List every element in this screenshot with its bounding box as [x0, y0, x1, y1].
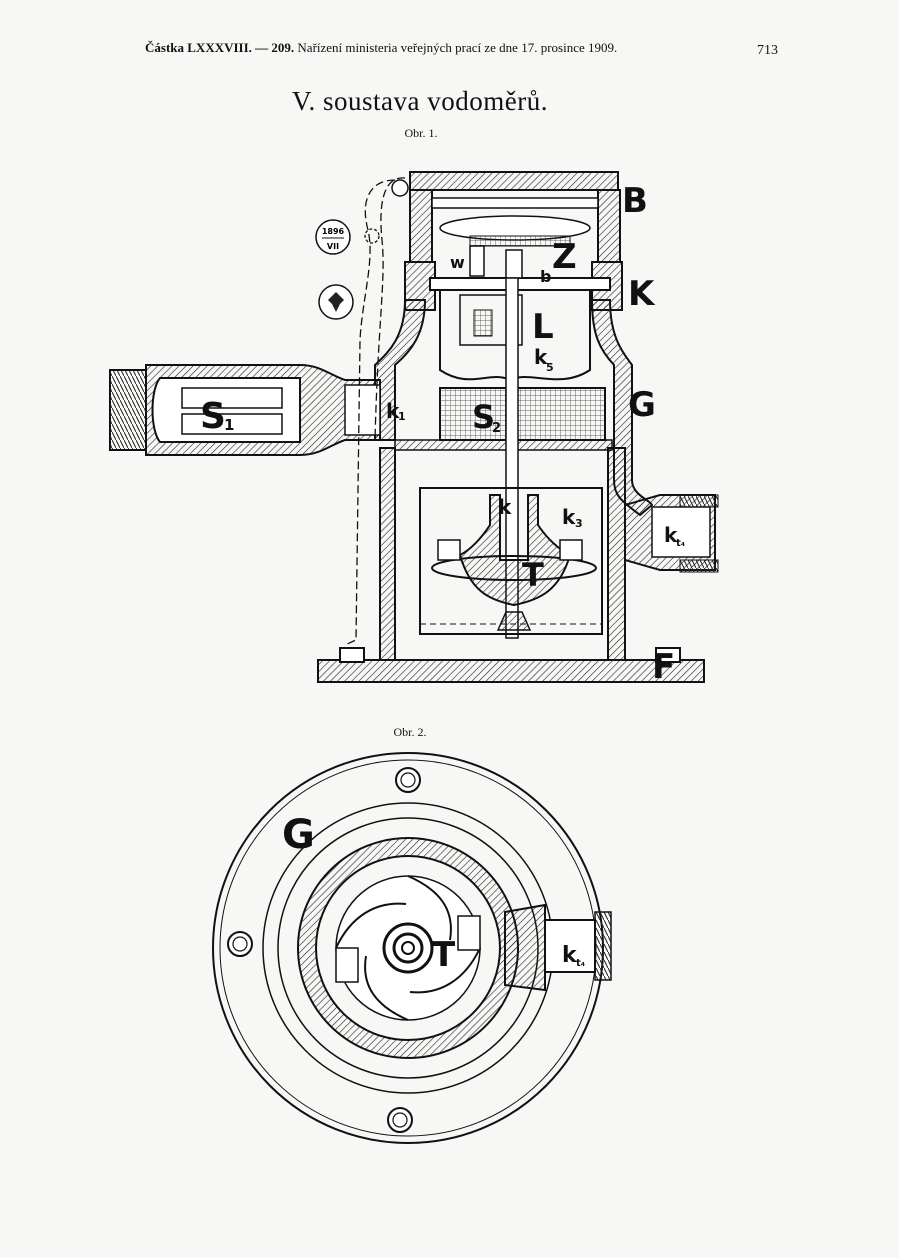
label-k1-sub: 1 [398, 410, 406, 423]
page-number: 713 [757, 43, 778, 58]
blade-right [559, 539, 583, 561]
label-L: L [532, 307, 554, 347]
base-plate [317, 659, 705, 683]
inlet-thread [109, 369, 147, 451]
bolt-hole-bottom [387, 1107, 413, 1133]
cap-right [597, 189, 621, 263]
main-spindle [505, 277, 519, 639]
bolt-hole-left-inner [232, 936, 248, 952]
gear-train [469, 235, 571, 247]
label-S2-sub: 2 [492, 421, 501, 436]
mechanism-gear [473, 309, 493, 337]
label-k3: k [562, 505, 576, 529]
running-title-text: Nařízení ministeria veřejných prací ze d… [294, 40, 618, 55]
label-Z: Z [552, 237, 577, 277]
label-w: w [450, 253, 465, 272]
blade-left [437, 539, 461, 561]
base-boss-left [339, 647, 365, 663]
seal-year-text: 1896 [322, 227, 345, 236]
vane-block-left [335, 947, 359, 983]
hub-center [401, 941, 415, 955]
label-k4: k [664, 523, 678, 547]
label-k3-sub: 3 [575, 517, 583, 530]
housing-wall-left [379, 447, 396, 661]
label-G: G [628, 385, 656, 425]
seal-sub-text: VII [327, 242, 339, 251]
mechanism-l [459, 294, 523, 346]
fig2-label-T: T [432, 935, 456, 975]
label-T: T [522, 556, 544, 594]
strainer-s1-lower [181, 413, 283, 435]
vane-block-right [457, 915, 481, 951]
cap-left [409, 189, 433, 263]
running-title-bold: Částka LXXXVIII. — 209. [145, 40, 295, 55]
spindle-w [469, 245, 485, 277]
label-k5: k [534, 345, 548, 369]
outlet-thread-bottom [679, 559, 719, 573]
label-k4-sub: t₄ [676, 538, 685, 549]
label-k: k [498, 495, 512, 519]
plate-b [429, 277, 611, 291]
seal-link [364, 228, 380, 244]
figure2-drawing: G T k t₄ [212, 752, 612, 1144]
outlet-thread-plan [594, 911, 612, 981]
upper-wall-left [374, 299, 427, 441]
ring-left [404, 261, 436, 311]
label-B: B [622, 181, 648, 221]
turbine-vanes [335, 875, 481, 1021]
label-K: K [628, 274, 656, 314]
label-S1: S [200, 396, 226, 437]
seal-ring [391, 179, 409, 197]
fig2-label-k4-sub: t₄ [576, 958, 585, 969]
fig2-label-k4: k [562, 943, 578, 968]
outlet-neck [504, 903, 546, 992]
meter-body: 1896 VII [109, 171, 719, 683]
label-S1-sub: 1 [224, 416, 234, 434]
seal-wire [344, 179, 396, 646]
strainer-s1-upper [181, 387, 283, 409]
inlet-k1 [344, 384, 381, 436]
running-title: Částka LXXXVIII. — 209. Nařízení ministe… [145, 40, 617, 56]
strainer-s2 [439, 387, 606, 441]
label-b: b [540, 267, 551, 286]
spindle-b [505, 249, 523, 279]
outlet-bore-plan [544, 919, 596, 973]
cap-top [409, 171, 619, 191]
figure1-labels: B Z K L G F w b S 1 S 2 k 1 k 5 k k 3 k … [200, 181, 685, 687]
seal-wire-2 [374, 177, 406, 441]
bolt-hole-left [227, 931, 253, 957]
outlet-thread-top [679, 494, 719, 508]
glass [431, 197, 599, 209]
base-boss-right [655, 647, 681, 663]
turbine-blades [431, 555, 597, 581]
seal-stamp-year [315, 219, 351, 255]
pivot [496, 611, 532, 631]
figure1-caption: Obr. 1. [404, 126, 438, 140]
partition [394, 439, 613, 451]
bolt-hole-bottom-inner [392, 1112, 408, 1128]
label-k1: k [386, 399, 400, 423]
bolt-hole-top [395, 767, 421, 793]
fig2-label-G: G [282, 812, 315, 858]
measuring-chamber [419, 487, 603, 635]
label-k5-sub: 5 [546, 361, 554, 374]
outlet-bore [651, 506, 711, 558]
label-F: F [652, 647, 675, 687]
bolt-hole-top-inner [400, 772, 416, 788]
section-title: V. soustava vodoměrů. [292, 86, 548, 116]
eagle-emblem [328, 292, 344, 312]
figure2-caption: Obr. 2. [393, 725, 427, 739]
label-S2: S [472, 398, 495, 436]
